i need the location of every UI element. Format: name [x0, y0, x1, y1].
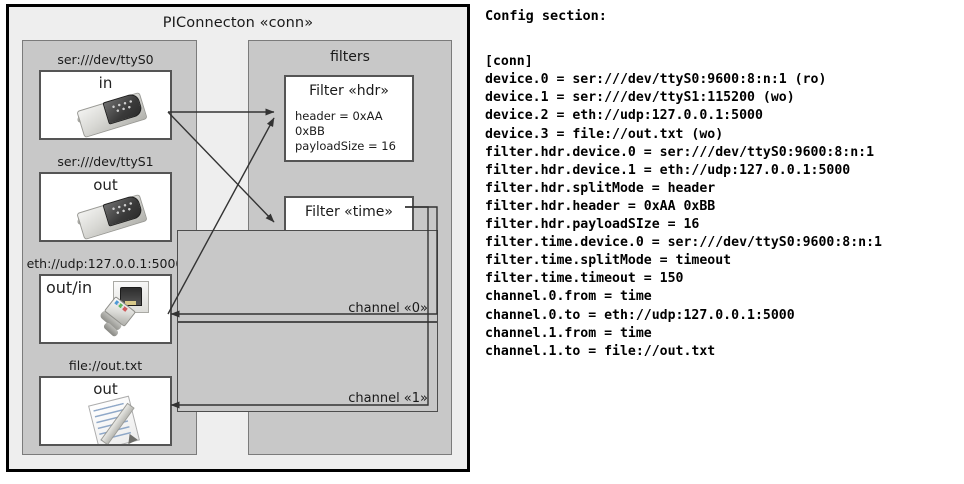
- ethernet-socket-icon: [97, 280, 170, 342]
- device-direction: out: [93, 380, 118, 398]
- device-item-ttys1[interactable]: ser:///dev/ttyS1 out: [39, 154, 172, 242]
- device-direction: out: [93, 176, 118, 194]
- device-box[interactable]: out: [39, 172, 172, 242]
- device-direction: out/in: [46, 278, 93, 297]
- config-heading: Config section:: [485, 8, 607, 24]
- text-document-icon: [88, 395, 159, 444]
- channel-box-0[interactable]: channel «0»: [177, 230, 438, 322]
- device-label: ser:///dev/ttyS1: [57, 154, 154, 169]
- device-label: ser:///dev/ttyS0: [57, 52, 154, 67]
- filter-property: payloadSize = 16: [295, 139, 396, 153]
- filter-properties: header = 0xAA 0xBB payloadSize = 16: [286, 109, 412, 154]
- device-item-eth[interactable]: eth://udp:127.0.0.1:5000 out/in: [27, 256, 183, 344]
- page-title: PIConnecton «conn»: [162, 15, 314, 31]
- config-text: [conn] device.0 = ser:///dev/ttyS0:9600:…: [485, 54, 882, 359]
- filters-group-title: filters: [330, 49, 370, 65]
- filter-box-hdr[interactable]: Filter «hdr» header = 0xAA 0xBB payloadS…: [284, 75, 414, 162]
- device-box[interactable]: out: [39, 376, 172, 446]
- channel-box-1[interactable]: channel «1»: [177, 322, 438, 412]
- filter-title: Filter «hdr»: [309, 83, 389, 99]
- serial-port-icon: [75, 91, 149, 138]
- connector-diagram-panel: PIConnecton «conn» ser:///dev/ttyS0 in s…: [6, 4, 470, 472]
- device-box[interactable]: in: [39, 70, 172, 140]
- devices-group: ser:///dev/ttyS0 in ser:///dev/ttyS1 out: [22, 40, 197, 455]
- device-direction: in: [98, 74, 113, 92]
- filter-property: header = 0xAA 0xBB: [295, 109, 383, 138]
- config-panel: Config section: [conn] device.0 = ser://…: [482, 0, 964, 484]
- filter-title: Filter «time»: [305, 204, 393, 220]
- device-label: file://out.txt: [68, 358, 143, 373]
- device-item-file[interactable]: file://out.txt out: [39, 358, 172, 446]
- channel-label: channel «1»: [348, 391, 428, 406]
- filters-group: filters Filter «hdr» header = 0xAA 0xBB …: [177, 40, 452, 455]
- device-label: eth://udp:127.0.0.1:5000: [26, 256, 184, 271]
- device-item-ttys0[interactable]: ser:///dev/ttyS0 in: [39, 52, 172, 140]
- serial-port-icon: [75, 193, 149, 240]
- device-box[interactable]: out/in: [39, 274, 172, 344]
- channel-label: channel «0»: [348, 301, 428, 316]
